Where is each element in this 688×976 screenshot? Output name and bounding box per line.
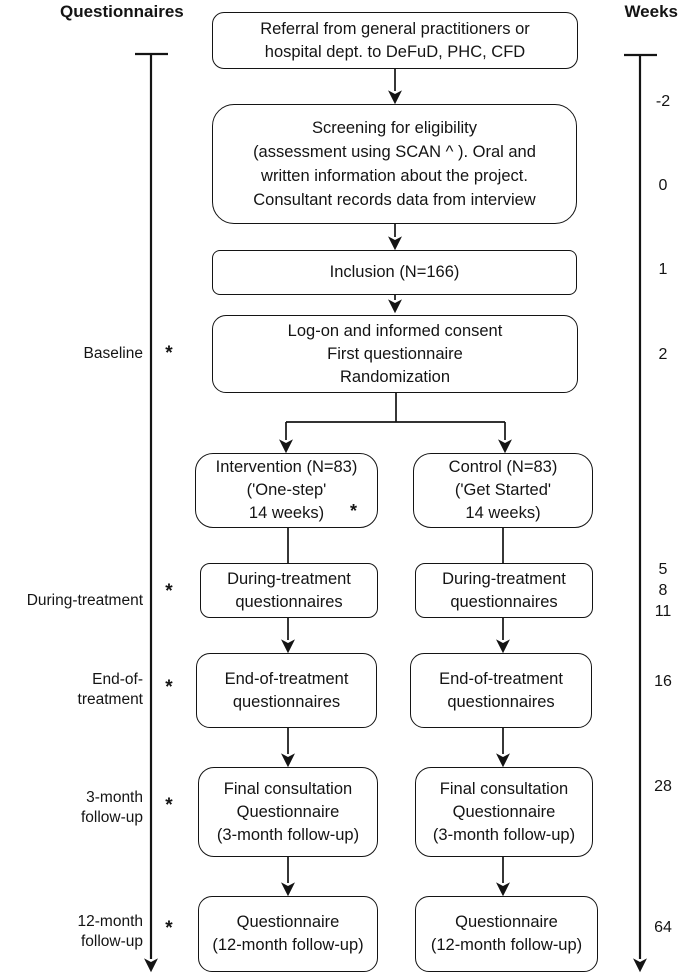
control-arm-box: Control (N=83) ('Get Started' 14 weeks) xyxy=(413,453,593,528)
asterisk-marker-12month-followup: * xyxy=(165,918,173,939)
intervention-arm-text: Intervention (N=83) ('One-step' 14 weeks… xyxy=(215,458,358,522)
flow-connectors xyxy=(279,69,512,897)
timepoint-label-12month-followup: 12-month follow-up xyxy=(77,913,143,950)
questionnaires-header: Questionnaires xyxy=(60,2,184,21)
asterisk-marker-during-treatment: * xyxy=(165,581,173,602)
final-consultation-control-box: Final consultation Questionnaire (3-mont… xyxy=(415,767,593,857)
questionnaire-12month-control-box: Questionnaire (12-month follow-up) xyxy=(415,896,598,972)
during-treatment-intervention-box: During-treatment questionnaires xyxy=(200,563,378,618)
questionnaire-12month-intervention-box: Questionnaire (12-month follow-up) xyxy=(198,896,378,972)
week-label: 2 xyxy=(658,346,668,363)
inclusion-box: Inclusion (N=166) xyxy=(212,250,577,295)
asterisk-marker-end-of-treatment: * xyxy=(165,677,173,698)
referral-box: Referral from general practitioners or h… xyxy=(212,12,578,69)
asterisk-marker-3month-followup: * xyxy=(165,795,173,816)
week-label: 0 xyxy=(658,177,668,194)
week-label: -2 xyxy=(655,93,671,110)
intervention-arm-box: Intervention (N=83) ('One-step' 14 weeks… xyxy=(195,453,378,528)
right-timeline xyxy=(624,53,657,973)
timepoint-label-3month-followup: 3-month follow-up xyxy=(80,789,143,826)
timepoint-label-during-treatment: During-treatment xyxy=(26,592,143,609)
end-of-treatment-intervention-box: End-of-treatment questionnaires xyxy=(196,653,377,728)
week-label: 16 xyxy=(654,673,672,690)
week-label: 5 xyxy=(658,561,668,578)
asterisk-marker-baseline: * xyxy=(165,343,173,364)
weeks-header: Weeks xyxy=(624,2,678,21)
screening-box: Screening for eligibility (assessment us… xyxy=(212,104,577,224)
intervention-asterisk: * xyxy=(349,501,357,521)
week-label: 8 xyxy=(658,582,668,599)
during-treatment-control-box: During-treatment questionnaires xyxy=(415,563,593,618)
left-timeline xyxy=(135,52,168,973)
timepoint-label-end-of-treatment: End-of- treatment xyxy=(77,671,143,708)
end-of-treatment-control-box: End-of-treatment questionnaires xyxy=(410,653,592,728)
logon-randomization-box: Log-on and informed consent First questi… xyxy=(212,315,578,393)
week-label: 64 xyxy=(654,919,672,936)
week-label: 1 xyxy=(658,261,668,278)
week-label: 11 xyxy=(654,603,672,620)
week-label: 28 xyxy=(654,778,672,795)
final-consultation-intervention-box: Final consultation Questionnaire (3-mont… xyxy=(198,767,378,857)
timepoint-label-baseline: Baseline xyxy=(83,345,143,362)
